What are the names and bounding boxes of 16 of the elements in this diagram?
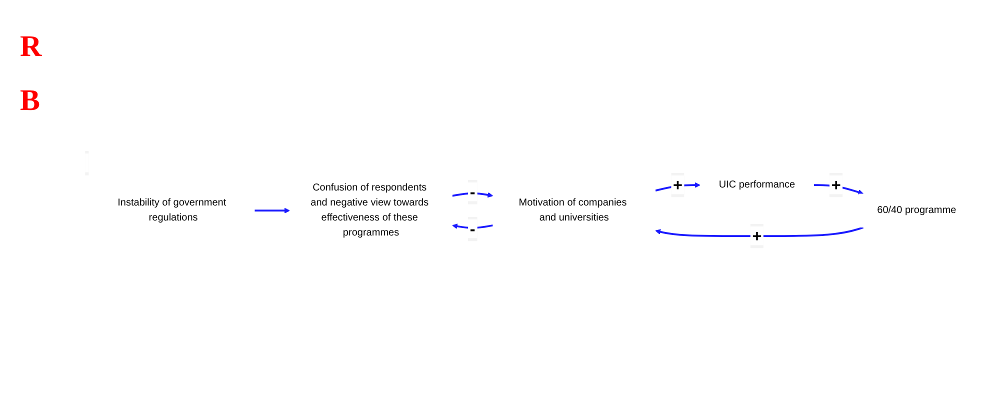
loop-label: R (20, 30, 43, 64)
edge-label: - (470, 182, 476, 202)
node-text: Confusion of respondents and negative view towards effectiveness of these programmes (310, 182, 429, 238)
node-text: Instability of government regulations (118, 197, 226, 224)
arrow (452, 224, 493, 229)
loop-label: B (20, 84, 42, 118)
node-text: 60/40 programme (877, 204, 956, 216)
node-text: Motivation of companies and universities (518, 197, 627, 224)
edge-label: + (673, 175, 683, 194)
arrow (254, 208, 290, 214)
edge-label: + (752, 226, 762, 246)
arrow (814, 184, 864, 195)
arrow (655, 226, 864, 238)
edge-label: - (470, 219, 476, 238)
node-text: UIC performance (718, 179, 796, 190)
edge-label: + (831, 175, 841, 194)
